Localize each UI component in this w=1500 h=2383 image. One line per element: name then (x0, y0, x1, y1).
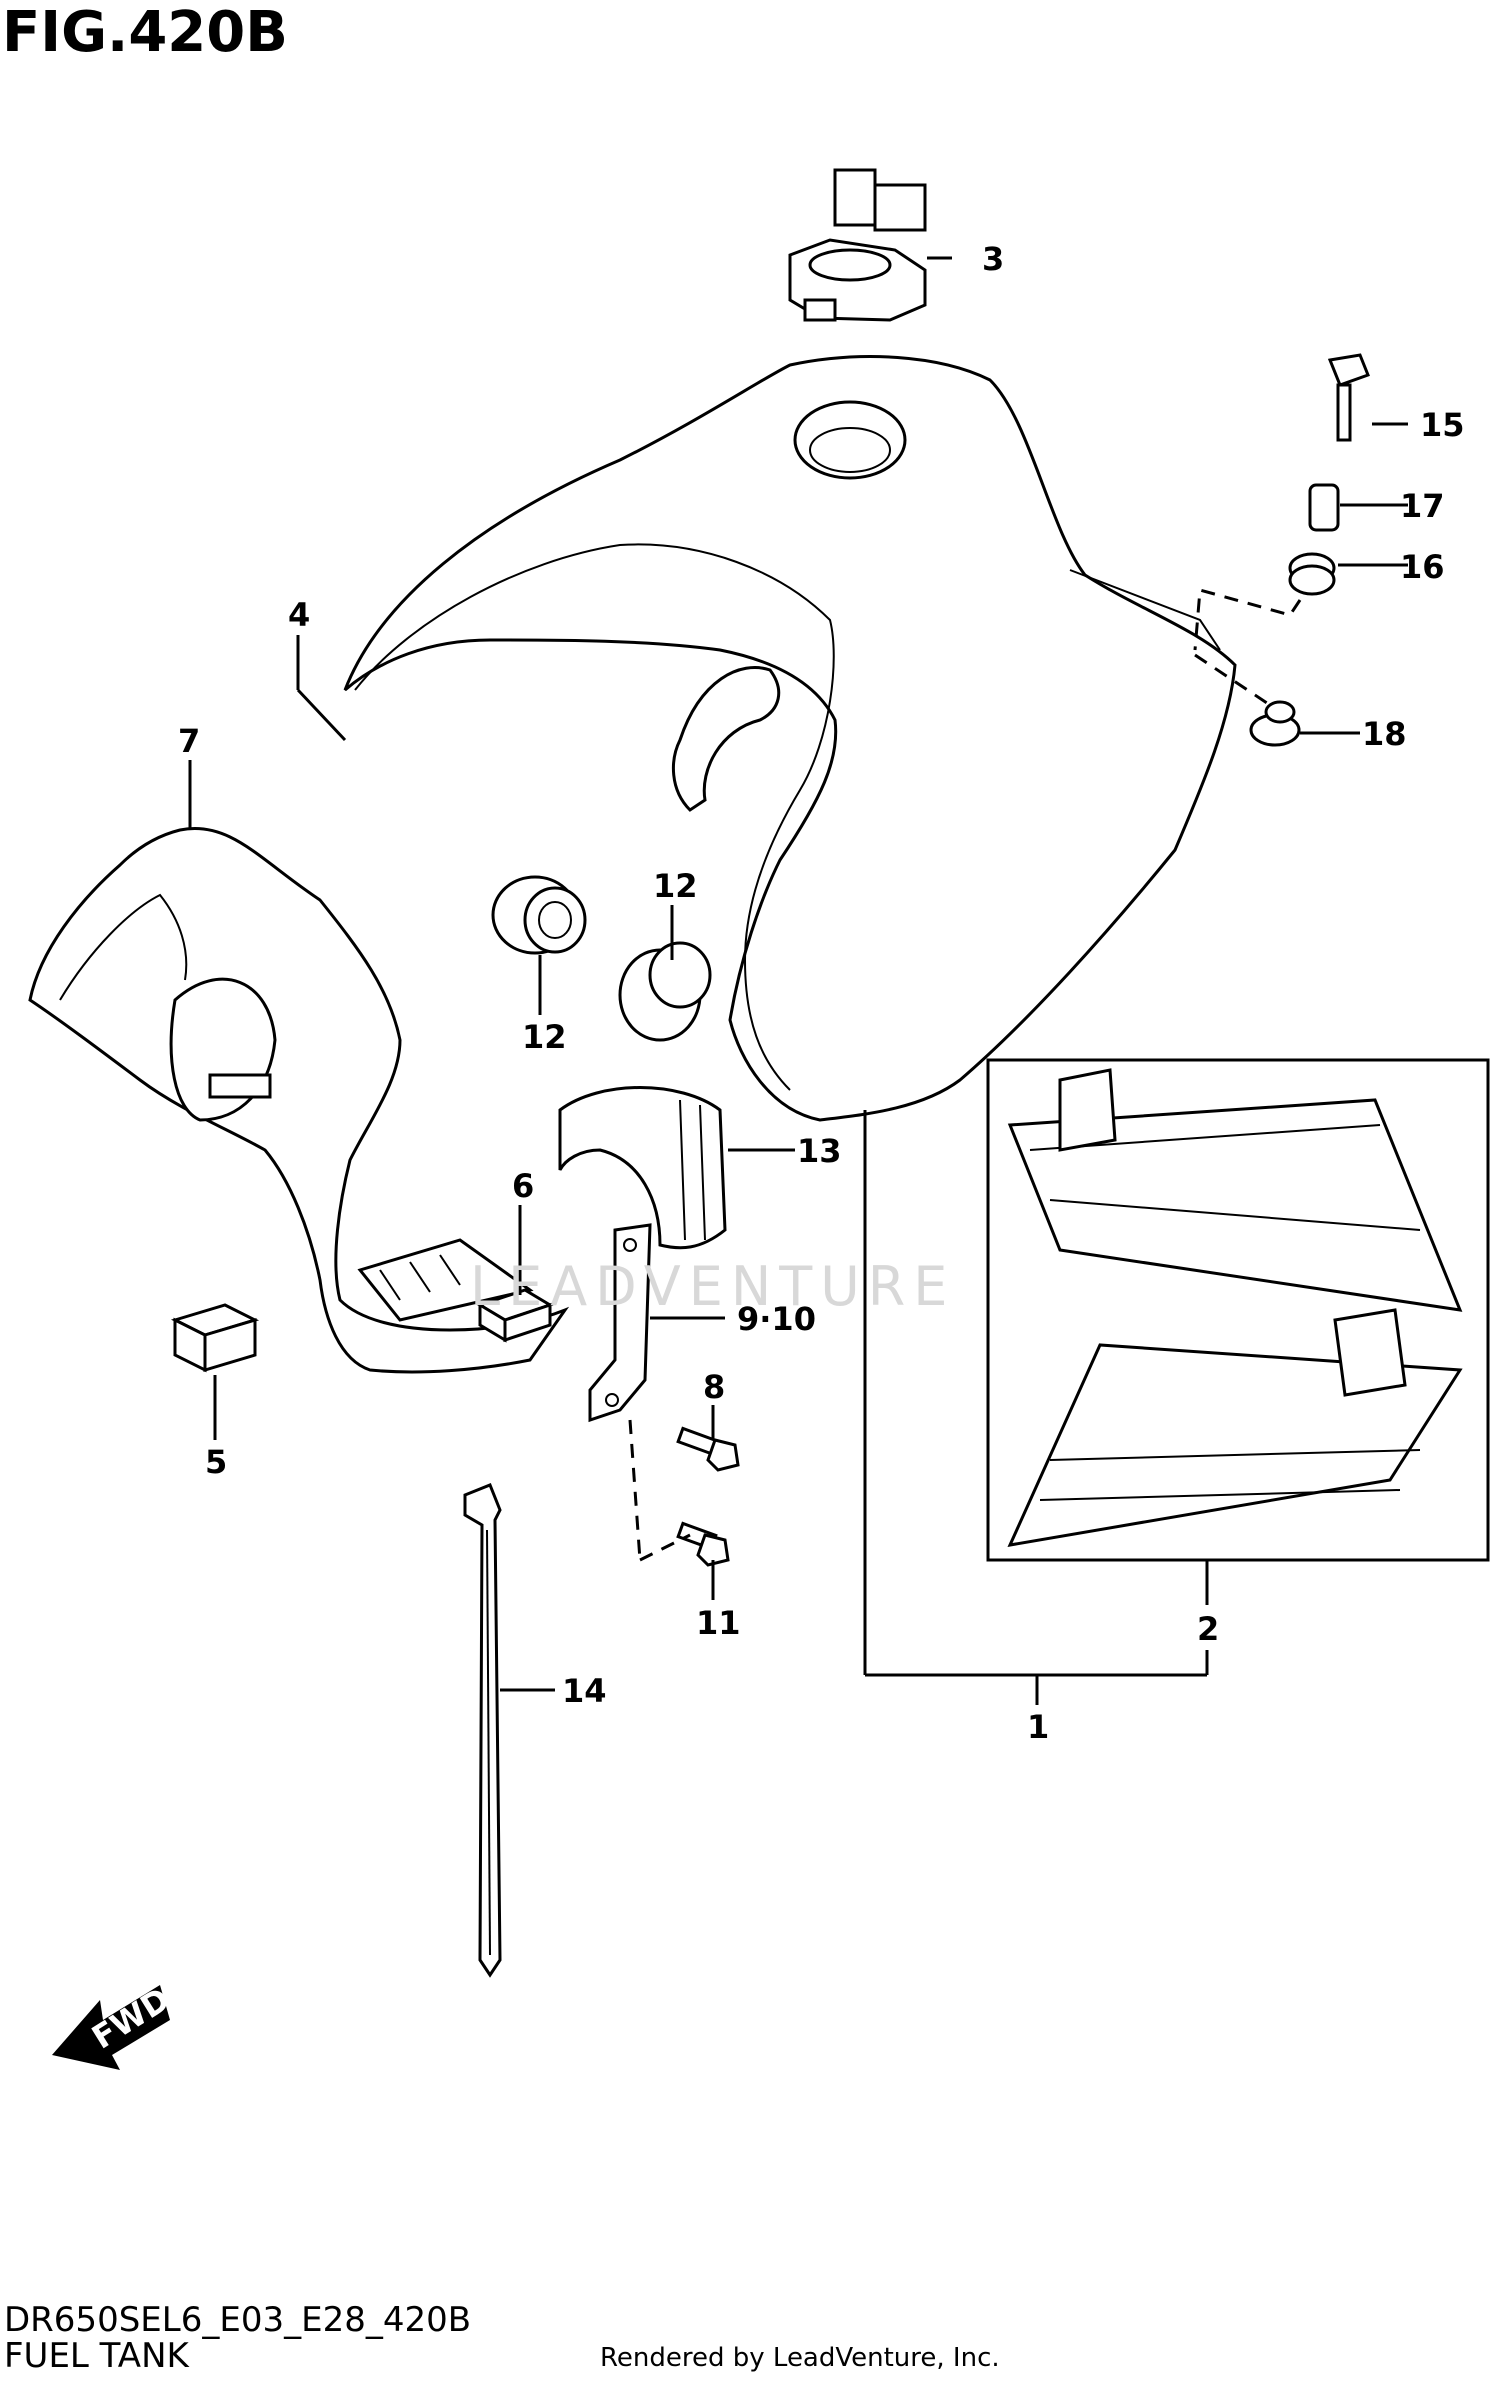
part-12-grommet-upper[interactable] (491, 875, 587, 955)
rendered-by: Rendered by LeadVenture, Inc. (600, 2343, 1000, 2373)
part-1-fuel-tank[interactable] (343, 355, 1237, 1122)
part-13-rubber-mount[interactable] (558, 1086, 727, 1250)
part-14-tie-strap[interactable] (463, 1483, 502, 1978)
leader-lines (188, 256, 1408, 1705)
part-2-decal-set[interactable] (986, 1058, 1490, 1562)
callout-18: 18 (1362, 715, 1407, 753)
figure-name: FUEL TANK (4, 2336, 189, 2376)
callout-12-lower: 12 (522, 1018, 567, 1056)
callout-12-upper: 12 (653, 867, 698, 905)
part-12-grommet-lower[interactable] (618, 941, 712, 1042)
part-5-cushion[interactable] (170, 1303, 260, 1373)
callout-6: 6 (512, 1167, 534, 1205)
callout-8: 8 (703, 1368, 725, 1406)
part-16-washer[interactable] (1288, 552, 1336, 596)
model-code: DR650SEL6_E03_E28_420B (4, 2300, 472, 2340)
part-7-front-cover[interactable] (28, 827, 570, 1374)
callout-11: 11 (696, 1604, 741, 1642)
part-8-bolt[interactable] (676, 1426, 740, 1472)
part-15-bolt[interactable] (1327, 353, 1370, 442)
part-3-fuel-cap[interactable] (788, 168, 927, 322)
callout-3: 3 (982, 240, 1004, 278)
part-18-cushion[interactable] (1249, 700, 1301, 747)
callout-15: 15 (1420, 406, 1465, 444)
figure-title: FIG.420B (2, 0, 288, 65)
part-11-bolt[interactable] (676, 1521, 730, 1567)
callout-13: 13 (797, 1132, 842, 1170)
part-6-pad[interactable] (476, 1288, 554, 1343)
callout-4: 4 (288, 596, 310, 634)
callout-14: 14 (562, 1672, 607, 1710)
callout-1: 1 (1027, 1708, 1049, 1746)
callout-5: 5 (205, 1443, 227, 1481)
callout-7: 7 (178, 722, 200, 760)
watermark: LEADVENTURE (470, 1255, 956, 1318)
part-9-10-bracket[interactable] (588, 1223, 652, 1423)
callout-16: 16 (1400, 548, 1445, 586)
part-17-collar[interactable] (1308, 483, 1340, 532)
callout-2: 2 (1197, 1610, 1219, 1648)
callout-9-10: 9·10 (737, 1300, 816, 1338)
fwd-label: FWD (85, 1980, 176, 2057)
fwd-arrow-icon: FWD (52, 1980, 176, 2070)
callout-17: 17 (1400, 487, 1445, 525)
